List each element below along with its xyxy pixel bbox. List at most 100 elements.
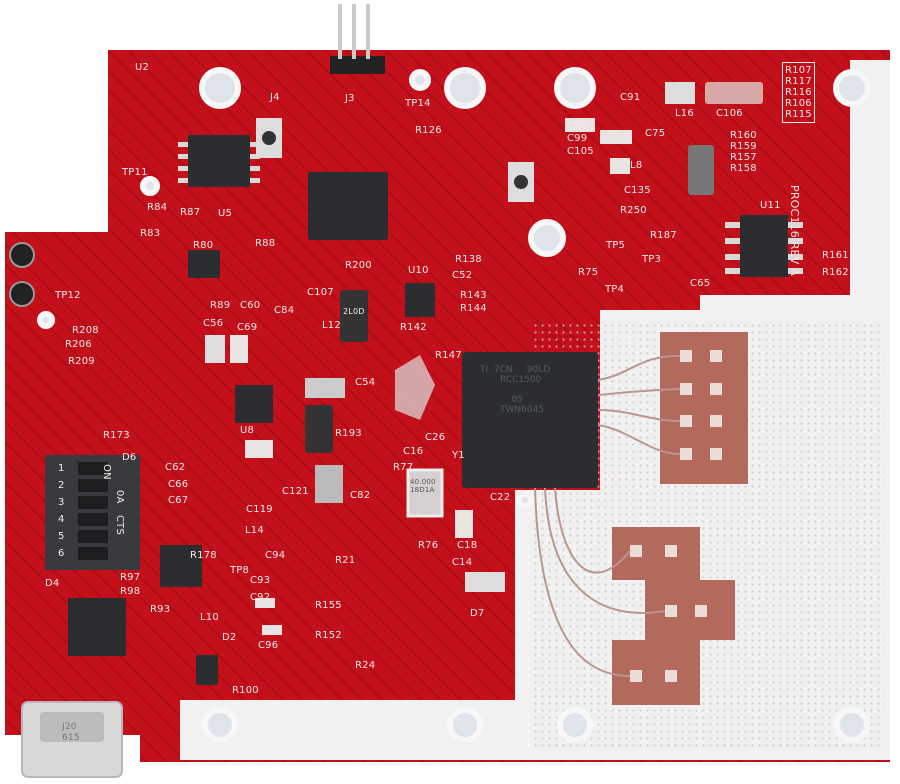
dip-side-label-1: 0A	[114, 490, 125, 504]
silkscreen-label: C91	[620, 92, 641, 103]
silkscreen-label: C75	[645, 128, 666, 139]
silkscreen-label: C18	[457, 540, 478, 551]
silkscreen-label: C96	[258, 640, 279, 651]
silkscreen-label: C93	[250, 575, 271, 586]
silkscreen-label: C52	[452, 270, 473, 281]
silkscreen-label: C135	[624, 185, 651, 196]
silkscreen-label: D4	[45, 578, 60, 589]
silkscreen-label: R24	[355, 660, 376, 671]
silkscreen-label: R160 R159 R157 R158	[730, 130, 757, 174]
crystal-marking: 40.000 18D1A	[410, 478, 436, 494]
silkscreen-label: TP3	[642, 254, 662, 265]
silkscreen-label: L12	[322, 320, 341, 331]
u13-chip	[188, 250, 220, 278]
silkscreen-label: TP12	[55, 290, 81, 301]
dip-switch-position-label: 3	[58, 497, 65, 508]
silkscreen-label: R83	[140, 228, 161, 239]
silkscreen-label: C107	[307, 287, 334, 298]
silkscreen-label: R250	[620, 205, 647, 216]
silkscreen-label: R21	[335, 555, 356, 566]
silkscreen-label: J4	[270, 92, 280, 103]
ti-logo	[395, 355, 435, 420]
silkscreen-label: R73	[615, 338, 636, 349]
silkscreen-label: TP5	[606, 240, 626, 251]
silkscreen-label: U5	[218, 208, 233, 219]
main-chip-marking: TI 7CN 90LD RCC1500 05 TWN6045	[480, 365, 551, 415]
silkscreen-label: U2	[135, 62, 150, 73]
silkscreen-label: R187	[650, 230, 677, 241]
silkscreen-label: C26	[425, 432, 446, 443]
silkscreen-label: C121	[282, 486, 309, 497]
silkscreen-label: C82	[350, 490, 371, 501]
silkscreen-label: R76	[418, 540, 439, 551]
silkscreen-label: C106	[716, 108, 743, 119]
rf-traces	[534, 354, 681, 677]
silkscreen-label: R173	[103, 430, 130, 441]
u8-chip	[235, 385, 273, 423]
u11-chip	[740, 215, 788, 277]
silkscreen-label: J3	[345, 93, 355, 104]
silkscreen-label: C67	[168, 495, 189, 506]
silkscreen-label: L14	[245, 525, 264, 536]
silkscreen-label: C84	[274, 305, 295, 316]
silkscreen-label: R88	[255, 238, 276, 249]
silkscreen-label: R80	[193, 240, 214, 251]
silkscreen-label: L16	[675, 108, 694, 119]
revision-label: PROC116 REV A	[788, 185, 801, 276]
silkscreen-label: R143	[460, 290, 487, 301]
silkscreen-label: R193	[335, 428, 362, 439]
silkscreen-label: TP11	[122, 167, 148, 178]
dip-switch-position-label: 6	[58, 548, 65, 559]
silkscreen-label: C94	[265, 550, 286, 561]
silkscreen-label: R208	[72, 325, 99, 336]
silkscreen-label: C69	[237, 322, 258, 333]
mounting-holes	[37, 67, 871, 743]
silkscreen-label: R138	[455, 254, 482, 265]
silkscreen-label: Y1	[452, 450, 465, 461]
u10-chip	[405, 283, 435, 317]
silkscreen-label: D2	[222, 632, 237, 643]
crystal	[406, 468, 444, 518]
silkscreen-label: L8	[630, 160, 643, 171]
silkscreen-label: U10	[408, 265, 429, 276]
silkscreen-label: C105	[567, 146, 594, 157]
dip-on-label: ON	[101, 464, 112, 480]
silkscreen-label: U11	[760, 200, 781, 211]
u-chip-small-2	[196, 655, 218, 685]
u5-chip	[188, 135, 250, 187]
silkscreen-label: R161	[822, 250, 849, 261]
silkscreen-label: C98	[567, 120, 588, 131]
silkscreen-label: R93	[150, 604, 171, 615]
dip-switch-position-label: 2	[58, 480, 65, 491]
silkscreen-label: R142	[400, 322, 427, 333]
silkscreen-label: C16	[403, 446, 424, 457]
silkscreen-label: TP8	[230, 565, 250, 576]
dip-switch-position-label: 4	[58, 514, 65, 525]
silkscreen-label: R155	[315, 600, 342, 611]
u-chip-small	[160, 545, 202, 587]
silkscreen-label: U8	[240, 425, 255, 436]
silkscreen-label: R97	[120, 572, 141, 583]
silkscreen-label: C56	[203, 318, 224, 329]
silkscreen-label: C4	[590, 500, 604, 511]
dip-switch-position-label: 5	[58, 531, 65, 542]
silkscreen-label: R84	[147, 202, 168, 213]
silkscreen-label: R107 R117 R116 R106 R115	[782, 62, 815, 123]
silkscreen-label: R89	[210, 300, 231, 311]
silkscreen-label: C22	[490, 492, 511, 503]
main-chip	[462, 352, 598, 488]
silkscreen-label: R77	[393, 462, 414, 473]
silkscreen-label: TP4	[605, 284, 625, 295]
dip-switch-position-label: 1	[58, 463, 65, 474]
silkscreen-label: C65	[690, 278, 711, 289]
silkscreen-label: C62	[165, 462, 186, 473]
silkscreen-label: R75	[578, 267, 599, 278]
silkscreen-label: R144	[460, 303, 487, 314]
flash-chip	[308, 172, 388, 240]
silkscreen-label: D6	[122, 452, 137, 463]
silkscreen-label: C14	[452, 557, 473, 568]
silkscreen-label: C66	[168, 479, 189, 490]
silkscreen-label: R100	[232, 685, 259, 696]
silkscreen-label: R126	[415, 125, 442, 136]
